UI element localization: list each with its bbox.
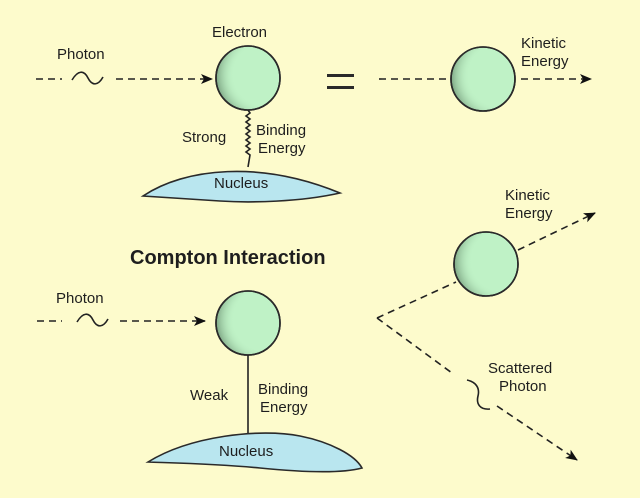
top-incoming-photon — [36, 71, 213, 85]
electron-shading — [450, 46, 516, 112]
top-binding-label-1: Binding — [256, 122, 306, 139]
photon-wave-icon — [466, 379, 491, 410]
electron-kinetic-arrow — [517, 212, 596, 251]
top-panel: Photon Electron Strong Binding Energy Nu… — [36, 24, 592, 203]
bottom-binding-label-1: Binding — [258, 381, 308, 398]
bottom-kinetic-label-2: Energy — [505, 205, 553, 222]
top-photon-label: Photon — [57, 46, 105, 63]
scatter-to-electron-path — [376, 281, 457, 319]
bottom-nucleus-label: Nucleus — [219, 443, 273, 460]
bottom-binding-strength: Weak — [190, 387, 229, 404]
scattered-photon-path — [376, 317, 453, 374]
photon-wave-icon — [71, 71, 104, 85]
scattered-photon-arrow — [496, 405, 578, 461]
top-kinetic-label-2: Energy — [521, 53, 569, 70]
electron-shading — [453, 231, 519, 297]
equals-sign — [327, 74, 354, 89]
bottom-kinetic-label-1: Kinetic — [505, 187, 551, 204]
bottom-binding-label-2: Energy — [260, 399, 308, 416]
bottom-panel: Photon Weak Binding Energy Nucleus Kinet… — [37, 187, 596, 473]
photon-wave-icon — [76, 313, 109, 327]
top-binding-label-2: Energy — [258, 140, 306, 157]
top-nucleus-label: Nucleus — [214, 175, 268, 192]
top-electron-label: Electron — [212, 24, 267, 41]
top-kinetic-label-1: Kinetic — [521, 35, 567, 52]
top-electron — [215, 45, 281, 111]
bottom-incoming-photon — [37, 313, 206, 327]
bottom-nucleus — [145, 432, 364, 473]
bottom-photon-label: Photon — [56, 290, 104, 307]
top-binding-strength: Strong — [182, 129, 226, 146]
top-nucleus — [140, 170, 343, 203]
scattered-label-2: Photon — [499, 378, 547, 395]
strong-binding-spring — [244, 109, 252, 168]
electron-shading — [215, 290, 281, 356]
result-electron — [450, 46, 516, 112]
electron-shading — [215, 45, 281, 111]
scattered-label-1: Scattered — [488, 360, 552, 377]
bottom-electron — [215, 290, 281, 356]
diagram-title: Compton Interaction — [130, 247, 326, 269]
scattered-electron — [453, 231, 519, 297]
